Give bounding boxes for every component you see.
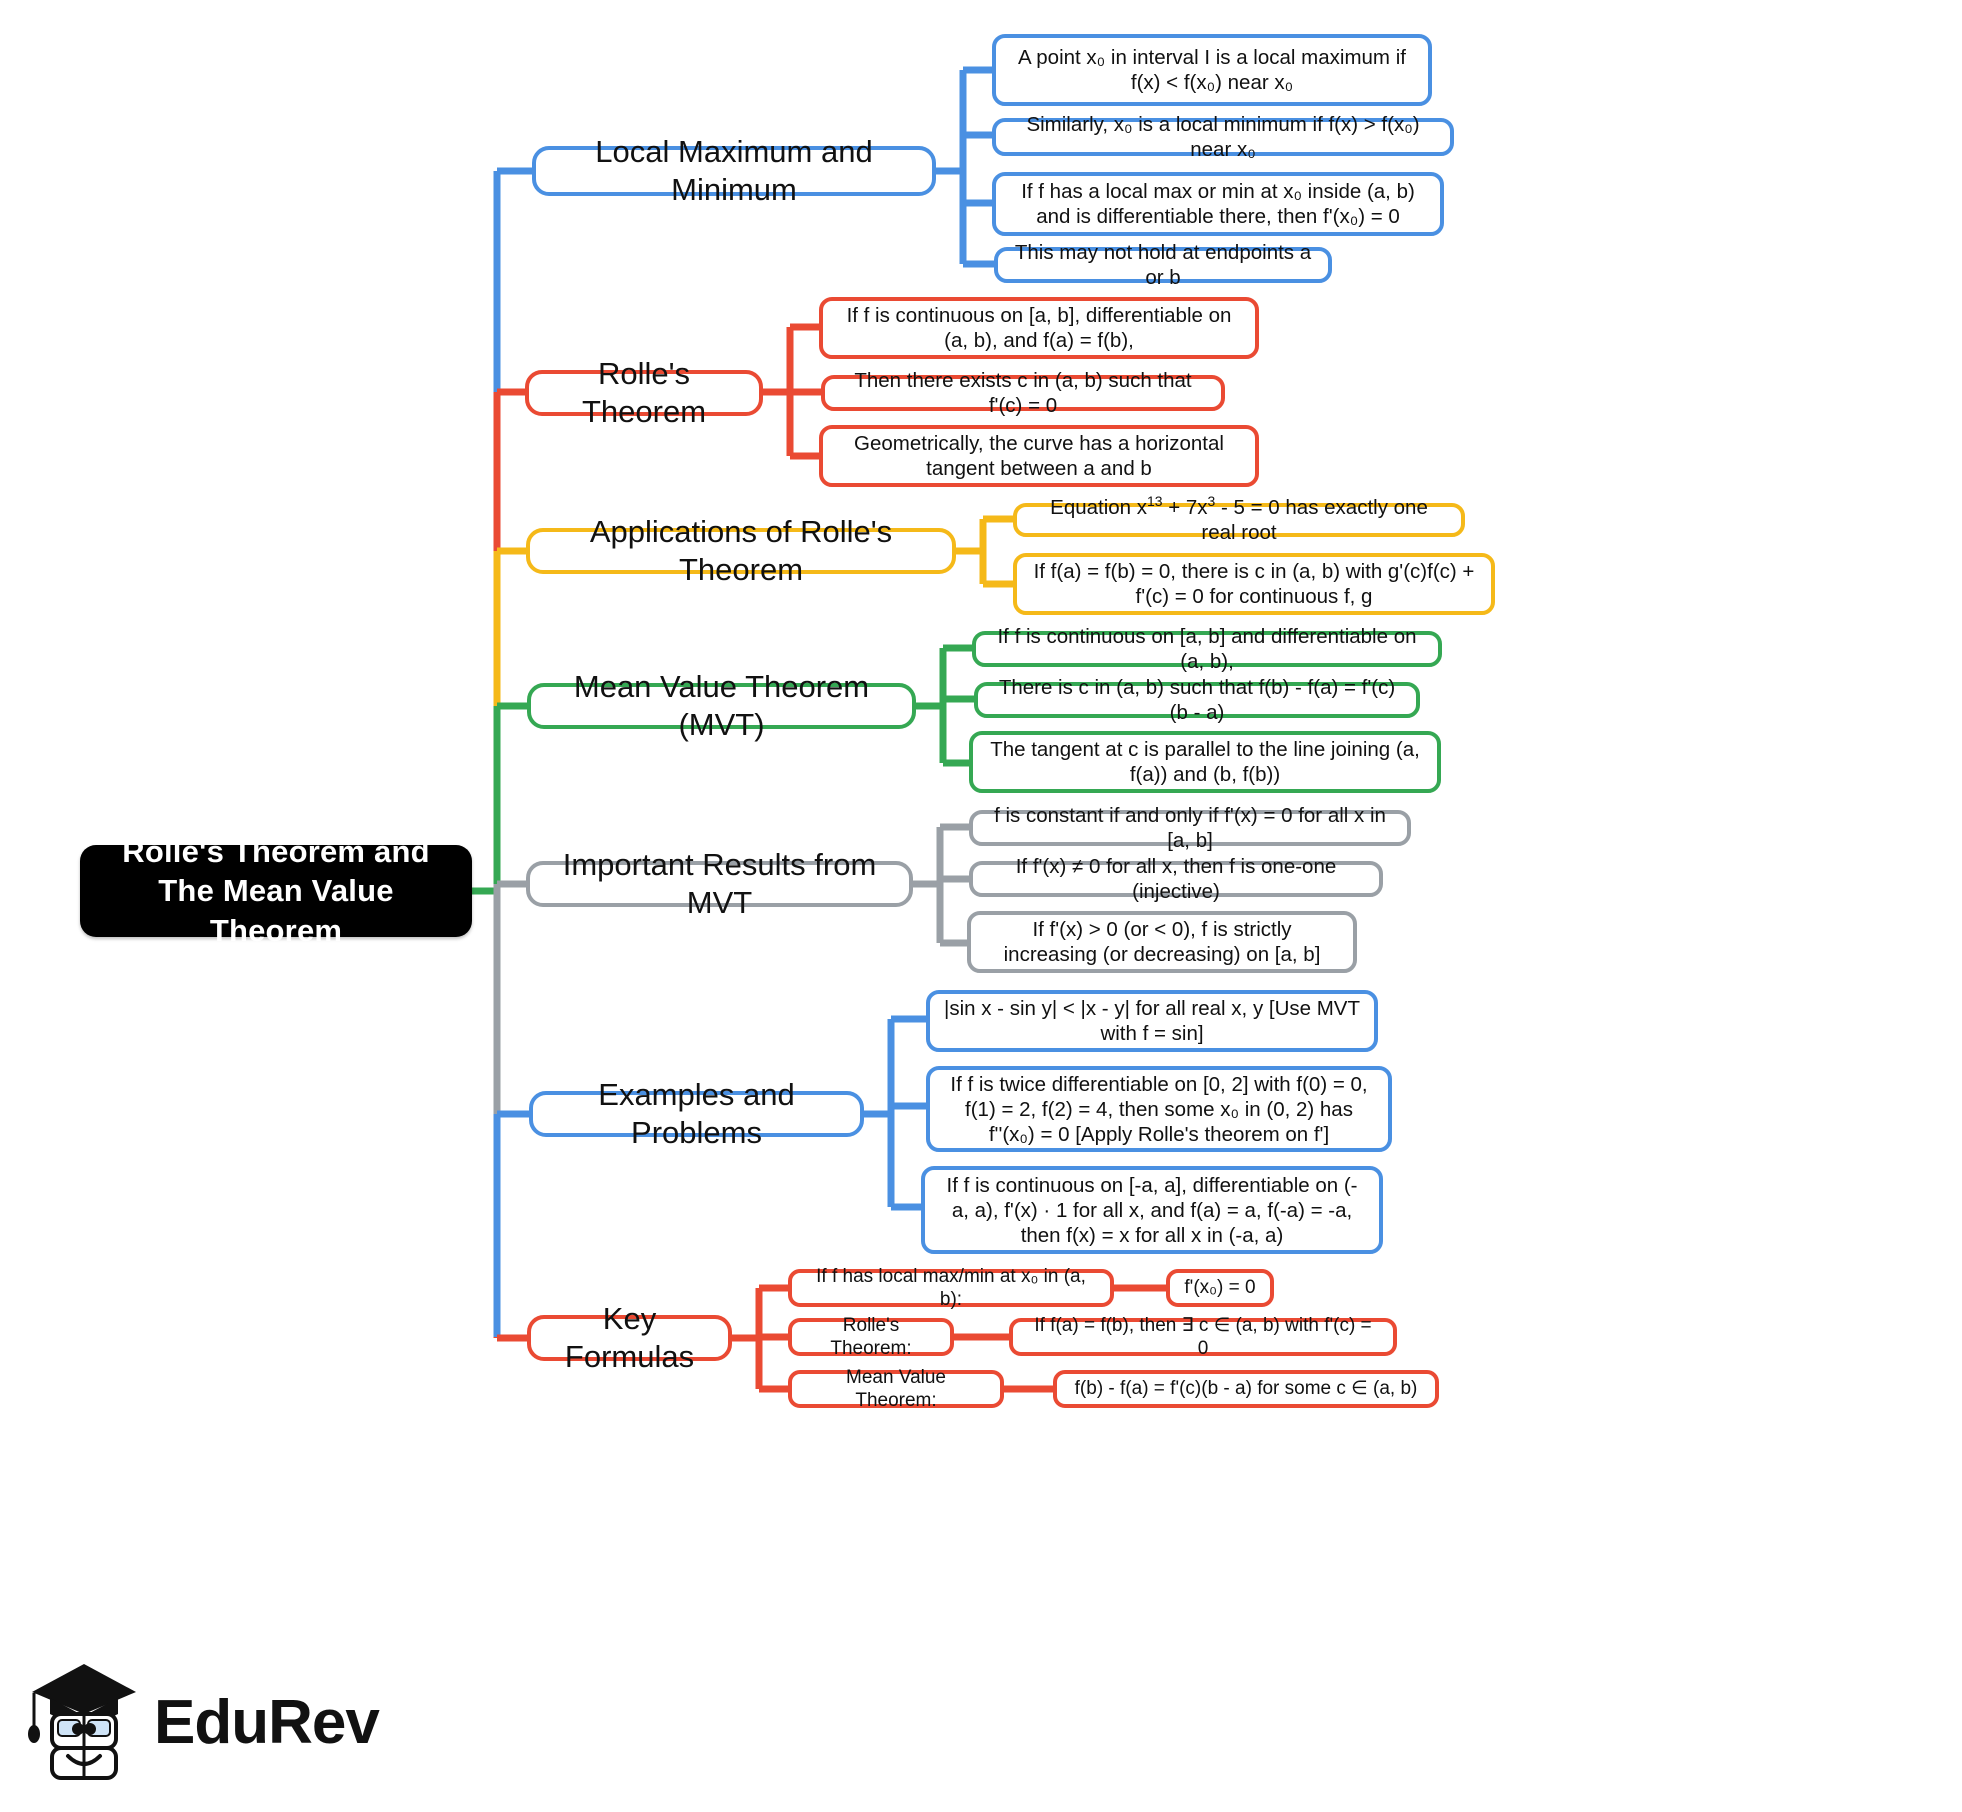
leaf-node[interactable]: |sin x - sin y| < |x - y| for all real x… <box>926 990 1378 1052</box>
leaf-label: Mean Value Theorem: <box>846 1366 946 1411</box>
leaf-node[interactable]: A point x₀ in interval I is a local maxi… <box>992 34 1432 106</box>
graduation-cap-book-mascot-icon <box>28 1656 140 1789</box>
leaf-node[interactable]: Equation x13 + 7x3 - 5 = 0 has exactly o… <box>1013 494 1465 544</box>
leaf-label: f'(x₀) = 0 <box>1184 1277 1256 1299</box>
branch-rolles-theorem[interactable]: Rolle's Theorem <box>525 356 763 429</box>
leaf-label: If f has local max/min at x₀ in (a, b): <box>816 1265 1086 1310</box>
branch-label: Important Results from MVT <box>562 847 877 920</box>
branch-label: Key Formulas <box>564 1301 695 1374</box>
leaf-label: If f'(x) ≠ 0 for all x, then f is one-on… <box>1015 855 1337 903</box>
leaf-node[interactable]: f is constant if and only if f'(x) = 0 f… <box>969 804 1411 852</box>
leaf-label: If f is continuous on [a, b], differenti… <box>846 304 1232 352</box>
leaf-node[interactable]: Mean Value Theorem: <box>788 1367 1004 1411</box>
branch-local-maximum-and-minimum[interactable]: Local Maximum and Minimum <box>532 134 936 207</box>
leaf-node[interactable]: If f has local max/min at x₀ in (a, b): <box>788 1266 1114 1310</box>
leaf-node[interactable]: Geometrically, the curve has a horizonta… <box>819 425 1259 487</box>
edurev-logo: EduRev <box>28 1648 380 1796</box>
leaf-node[interactable]: If f is continuous on [-a, a], different… <box>921 1166 1383 1254</box>
leaf-label: This may not hold at endpoints a or b <box>1014 241 1312 289</box>
leaf-node[interactable]: If f'(x) ≠ 0 for all x, then f is one-on… <box>969 855 1383 903</box>
leaf-label: If f is twice differentiable on [0, 2] w… <box>950 1072 1368 1146</box>
leaf-label: If f(a) = f(b), then ∃ c ∈ (a, b) with f… <box>1034 1314 1372 1359</box>
leaf-node[interactable]: f(b) - f(a) = f'(c)(b - a) for some c ∈ … <box>1053 1370 1439 1408</box>
leaf-node[interactable]: Similarly, x₀ is a local minimum if f(x)… <box>992 113 1454 161</box>
leaf-label: Similarly, x₀ is a local minimum if f(x)… <box>1026 113 1420 161</box>
leaf-label: Geometrically, the curve has a horizonta… <box>854 432 1224 480</box>
branch-label: Local Maximum and Minimum <box>595 134 873 207</box>
branch-important-results-from-mvt[interactable]: Important Results from MVT <box>526 847 913 920</box>
branch-applications-of-rolles-theorem[interactable]: Applications of Rolle's Theorem <box>526 514 956 587</box>
leaf-label: f(b) - f(a) = f'(c)(b - a) for some c ∈ … <box>1074 1378 1418 1400</box>
branch-key-formulas[interactable]: Key Formulas <box>527 1301 732 1374</box>
leaf-node[interactable]: If f is twice differentiable on [0, 2] w… <box>926 1066 1392 1152</box>
leaf-node[interactable]: Then there exists c in (a, b) such that … <box>821 369 1225 417</box>
leaf-node[interactable]: If f(a) = f(b), then ∃ c ∈ (a, b) with f… <box>1009 1315 1397 1359</box>
leaf-node[interactable]: f'(x₀) = 0 <box>1166 1269 1274 1307</box>
branch-label: Mean Value Theorem (MVT) <box>573 669 870 742</box>
leaf-label: Then there exists c in (a, b) such that … <box>854 369 1192 417</box>
leaf-node[interactable]: If f(a) = f(b) = 0, there is c in (a, b)… <box>1013 553 1495 615</box>
leaf-label: A point x₀ in interval I is a local maxi… <box>1018 46 1406 94</box>
brand-name: EduRev <box>154 1687 380 1757</box>
leaf-label: f is constant if and only if f'(x) = 0 f… <box>994 804 1386 852</box>
root-node[interactable]: Rolle's Theorem and The Mean Value Theor… <box>80 834 472 948</box>
leaf-node[interactable]: If f'(x) > 0 (or < 0), f is strictly inc… <box>967 911 1357 973</box>
leaf-label: The tangent at c is parallel to the line… <box>990 738 1420 786</box>
leaf-label: If f'(x) > 0 (or < 0), f is strictly inc… <box>1003 918 1321 966</box>
leaf-node[interactable]: Rolle's Theorem: <box>788 1315 954 1359</box>
leaf-node[interactable]: If f is continuous on [a, b], differenti… <box>819 297 1259 359</box>
root-label: Rolle's Theorem and The Mean Value Theor… <box>122 833 430 948</box>
leaf-node[interactable]: If f is continuous on [a, b] and differe… <box>972 625 1442 673</box>
branch-label: Rolle's Theorem <box>581 356 707 429</box>
leaf-label: |sin x - sin y| < |x - y| for all real x… <box>944 997 1361 1045</box>
leaf-label: If f is continuous on [-a, a], different… <box>946 1173 1358 1247</box>
leaf-node[interactable]: There is c in (a, b) such that f(b) - f(… <box>974 676 1420 724</box>
leaf-label: There is c in (a, b) such that f(b) - f(… <box>998 676 1396 724</box>
leaf-label: If f has a local max or min at x₀ inside… <box>1021 180 1415 228</box>
branch-examples-and-problems[interactable]: Examples and Problems <box>529 1077 864 1150</box>
leaf-label: If f is continuous on [a, b] and differe… <box>997 625 1417 673</box>
branch-label: Applications of Rolle's Theorem <box>589 514 893 587</box>
leaf-label: Rolle's Theorem: <box>830 1314 912 1359</box>
leaf-node[interactable]: This may not hold at endpoints a or b <box>994 241 1332 289</box>
leaf-node[interactable]: The tangent at c is parallel to the line… <box>969 731 1441 793</box>
branch-mean-value-theorem[interactable]: Mean Value Theorem (MVT) <box>527 669 916 742</box>
leaf-label: If f(a) = f(b) = 0, there is c in (a, b)… <box>1033 560 1475 608</box>
leaf-node[interactable]: If f has a local max or min at x₀ inside… <box>992 172 1444 236</box>
branch-label: Examples and Problems <box>598 1077 795 1150</box>
leaf-label: Equation x13 + 7x3 - 5 = 0 has exactly o… <box>1050 493 1428 544</box>
